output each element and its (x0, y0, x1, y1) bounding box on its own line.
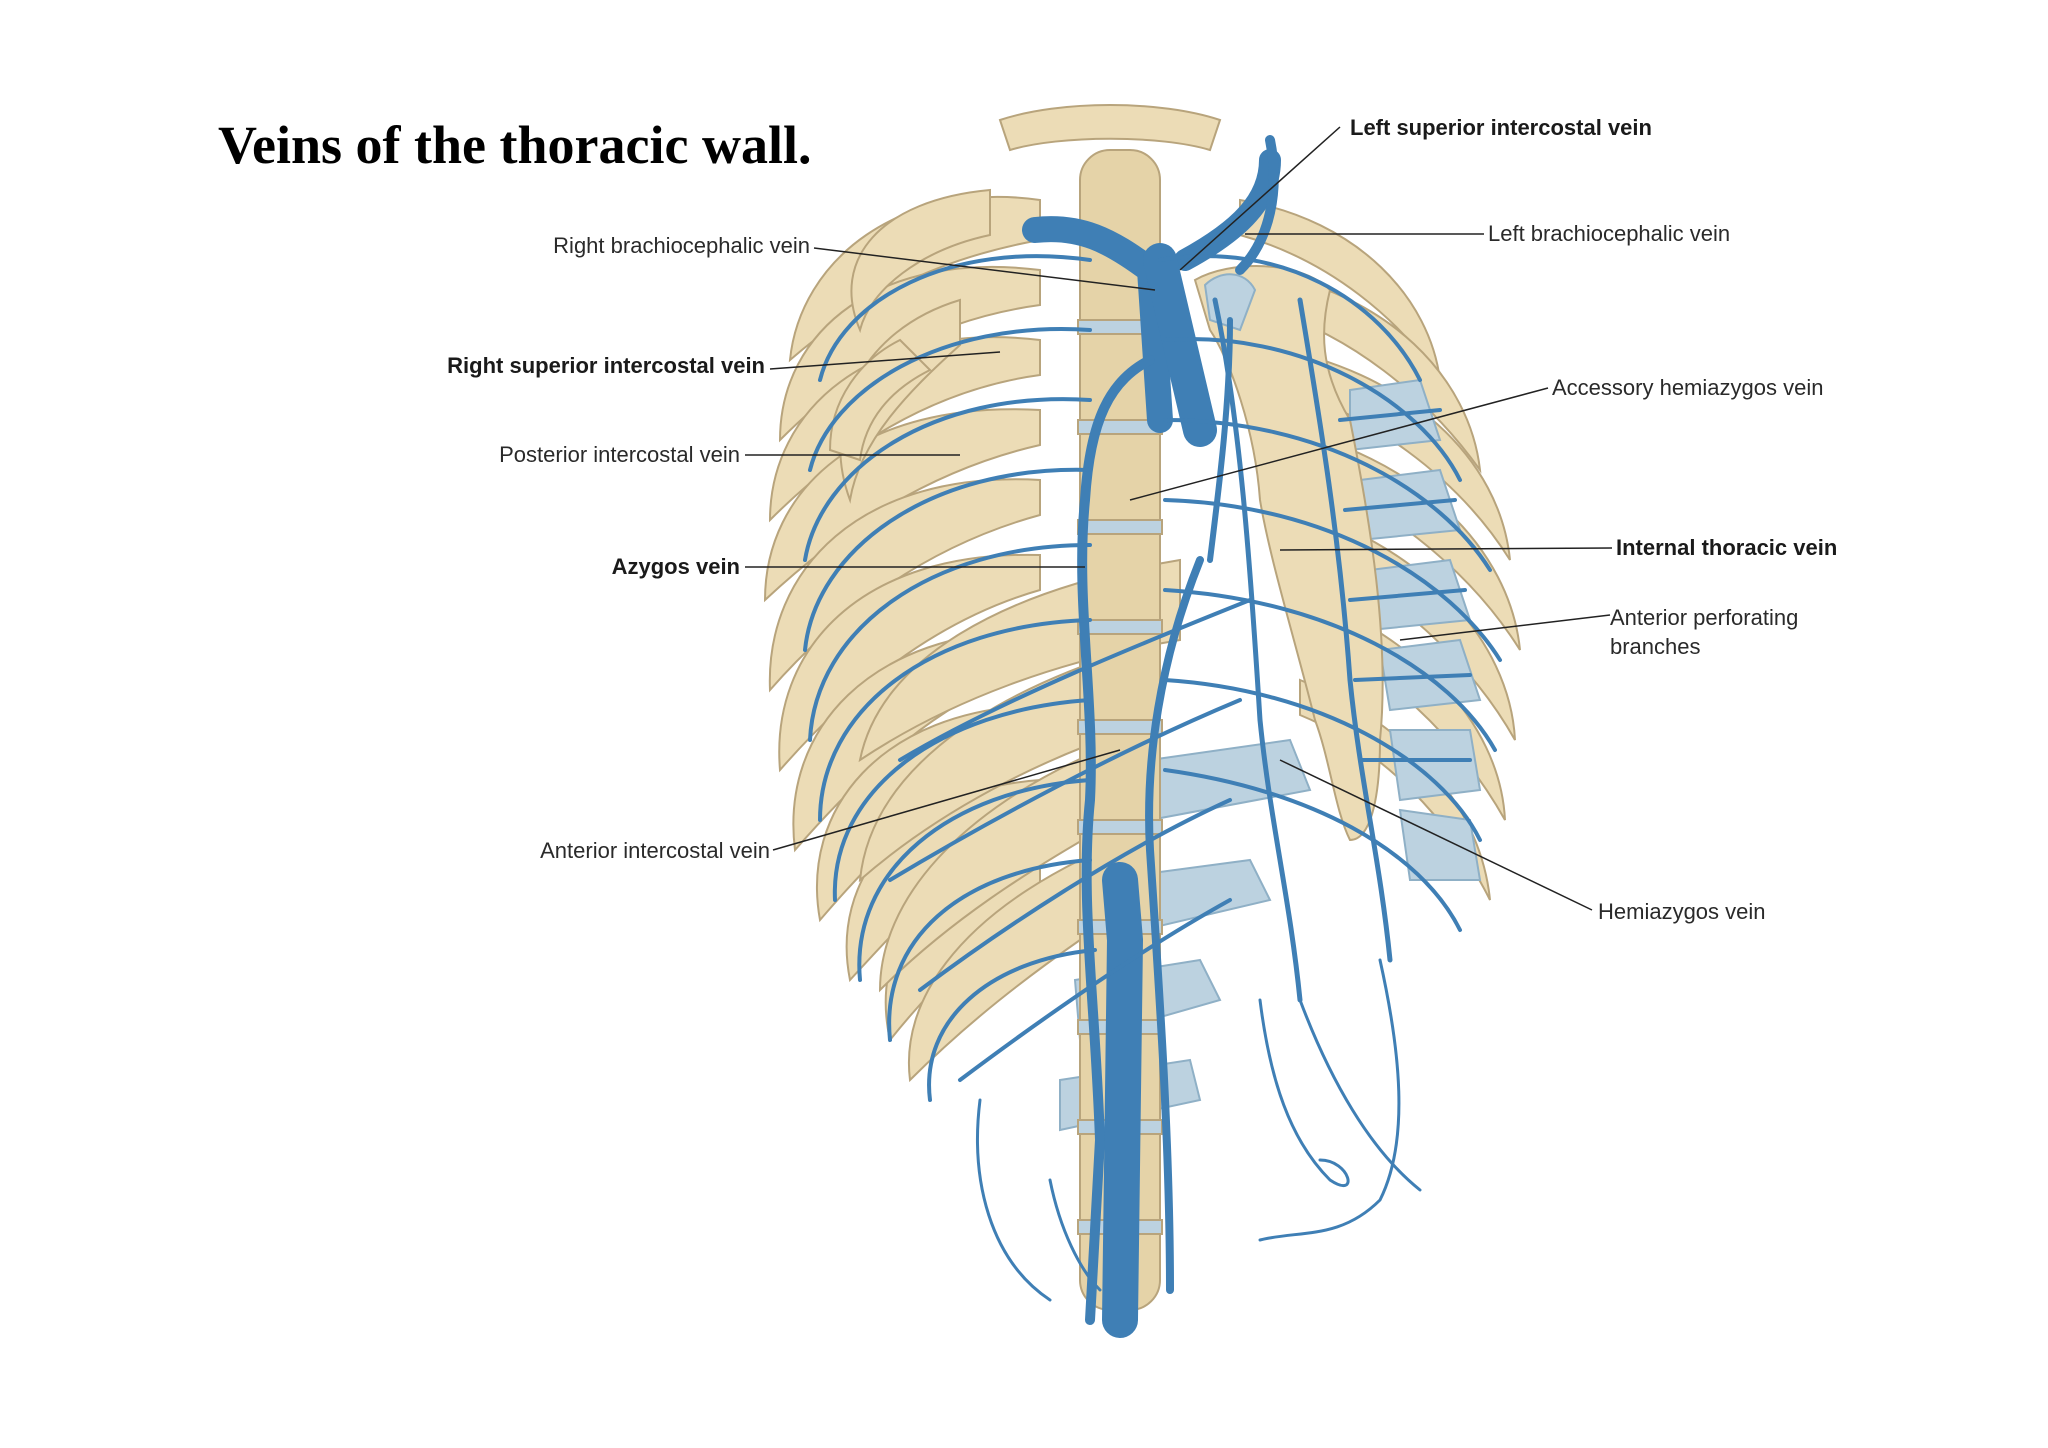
leader-anterior-intercostal (772, 749, 1121, 851)
leader-right-brachiocephalic (813, 247, 1156, 291)
posterior-intercostal-veins (803, 254, 1502, 1102)
slide-title: Veins of the thoracic wall. (218, 115, 812, 175)
superior-vena-cava (1143, 243, 1217, 447)
label-left-brachiocephalic-vein: Left brachiocephalic vein (1488, 221, 1731, 246)
label-right-brachiocephalic-vein: Right brachiocephalic vein (553, 233, 810, 258)
rib-cage (763, 104, 1521, 1311)
leader-internal-thoracic (1279, 547, 1613, 551)
inferior-branches (976, 958, 1422, 1302)
label-hemiazygos-vein: Hemiazygos vein (1598, 899, 1766, 924)
hemiazygos-vein (1145, 556, 1204, 1294)
label-accessory-hemiazygos-vein: Accessory hemiazygos vein (1552, 375, 1824, 400)
leader-left-superior-intercostal (1179, 126, 1341, 271)
accessory-hemiazygos-vein (1207, 317, 1233, 563)
leader-right-superior-intercostal (769, 351, 1001, 370)
label-right-superior-intercostal-vein: Right superior intercostal vein (447, 353, 765, 378)
label-azygos-vein: Azygos vein (611, 554, 740, 579)
leader-lines (745, 126, 1613, 911)
label-left-superior-intercostal-vein: Left superior intercostal vein (1350, 115, 1652, 140)
label-anterior-perforating-branches-2: branches (1610, 634, 1701, 659)
anterior-intercostal-veins (888, 408, 1472, 1082)
label-posterior-intercostal-vein: Posterior intercostal vein (499, 442, 740, 467)
leader-accessory-hemiazygos (1129, 387, 1549, 501)
leader-anterior-perforating (1399, 614, 1611, 641)
label-internal-thoracic-vein: Internal thoracic vein (1616, 535, 1838, 560)
inferior-vena-cava (1102, 862, 1144, 1338)
label-anterior-intercostal-vein: Anterior intercostal vein (540, 838, 770, 863)
leader-hemiazygos (1279, 759, 1593, 911)
label-anterior-perforating-branches-1: Anterior perforating (1610, 605, 1799, 630)
internal-thoracic-veins (1212, 297, 1393, 1003)
veins (803, 135, 1502, 1338)
